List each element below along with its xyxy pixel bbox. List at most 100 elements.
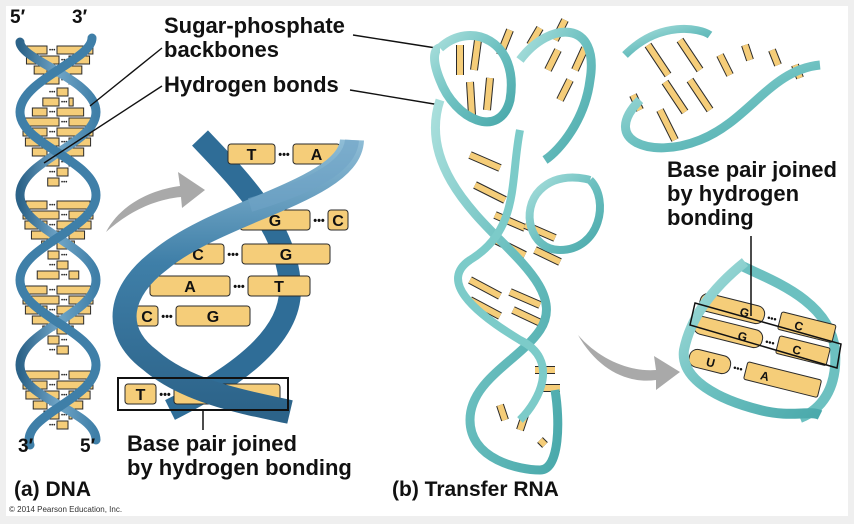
trna-base-pair-label-line3: bonding xyxy=(667,204,754,230)
trna-structure xyxy=(430,18,821,475)
hydrogen-bond-dots: ••• xyxy=(61,180,67,186)
dna-base-letter-right: T xyxy=(274,279,284,296)
base-left xyxy=(24,117,60,127)
dna-base-letter-left: G xyxy=(269,213,281,230)
hydrogen-bond-dots: ••• xyxy=(61,253,67,259)
trna-base xyxy=(742,44,753,61)
trna-base xyxy=(545,48,561,72)
base-right xyxy=(56,420,69,430)
base-left xyxy=(31,147,48,157)
copyright-notice: © 2014 Pearson Education, Inc. xyxy=(9,505,123,514)
trna-ribbon-loop-3 xyxy=(622,24,713,58)
trna-base xyxy=(508,289,542,308)
trna-ribbon-stem xyxy=(454,129,547,423)
hydrogen-bond-dots: ••• xyxy=(49,170,55,176)
trna-ribbon-loop-1 xyxy=(430,31,516,127)
hydrogen-bond-dots: ••• xyxy=(61,273,67,279)
hydrogen-bond-dots: ••• xyxy=(61,160,67,166)
trna-base-letter-right: A xyxy=(759,368,771,384)
base-right xyxy=(68,270,80,280)
hydrogen-bond-dots: ••• xyxy=(61,393,67,399)
base-right xyxy=(56,87,69,97)
sugar-phosphate-leader-left xyxy=(89,47,163,107)
base-left xyxy=(47,177,60,187)
dna-base-left xyxy=(227,143,276,165)
dna-strand-end-top-left: 5′ xyxy=(10,7,26,28)
trna-closeup-base-pairs: GC•••GC•••UA••• xyxy=(688,293,837,398)
trna-base xyxy=(493,212,527,231)
sugar-phosphate-label-line2: backbones xyxy=(164,36,279,62)
trna-base xyxy=(471,39,481,71)
hydrogen-bond-dots: ••• xyxy=(278,149,290,161)
hydrogen-bond-dots: ••• xyxy=(61,213,67,219)
hydrogen-bond-dots: ••• xyxy=(49,223,55,229)
trna-base xyxy=(645,43,671,77)
trna-caption: (b) Transfer RNA xyxy=(392,478,559,501)
dna-base-letter-left: C xyxy=(141,309,153,326)
trna-base-letter-right: C xyxy=(791,342,803,358)
hydrogen-bond-dots: ••• xyxy=(61,78,67,84)
dna-closeup-backbone-front-upper xyxy=(247,138,359,212)
base-left xyxy=(42,97,60,107)
hydrogen-bond-dots: ••• xyxy=(49,423,55,429)
hydrogen-bond-dots: ••• xyxy=(49,383,55,389)
hydrogen-bond-dots: ••• xyxy=(49,110,55,116)
base-right xyxy=(56,167,69,177)
dna-strand-end-top-right: 3′ xyxy=(72,7,88,28)
trna-base xyxy=(687,78,713,112)
trna-base xyxy=(657,108,678,142)
dna-helix-small: ••• ••• ••• ••• ••• ••• ••• ••• ••• ••• ••• ••• ••• •… xyxy=(15,33,101,450)
trna-base-pair: U A ••• xyxy=(688,348,822,398)
hydrogen-bond-dots: ••• xyxy=(159,389,171,401)
dna-base-letter-right: C xyxy=(332,213,344,230)
hydrogen-bond-dots: ••• xyxy=(61,120,67,126)
hydrogen-bond-dots: ••• xyxy=(61,338,67,344)
base-left xyxy=(24,370,60,380)
hydrogen-bond-dots: ••• xyxy=(49,48,55,54)
hydrogen-bond-dots: ••• xyxy=(764,336,776,348)
base-right xyxy=(56,260,69,270)
dna-base-letter-left: T xyxy=(136,387,146,404)
hydrogen-bond-dots: ••• xyxy=(49,263,55,269)
trna-base xyxy=(537,437,548,448)
dna-base-letter-left: A xyxy=(184,279,196,296)
trna-ribbon-loop-2 xyxy=(516,27,596,164)
trna-base xyxy=(557,78,573,102)
base-right xyxy=(56,107,85,117)
dna-backbone-strand-2 xyxy=(15,33,101,450)
dna-base-pair-label: Base pair joined by hydrogen bonding xyxy=(127,432,352,480)
trna-base-pair-label: Base pair joined by hydrogen bonding xyxy=(667,158,837,229)
dna-base-right xyxy=(327,209,349,231)
base-left xyxy=(36,270,60,280)
base-left xyxy=(25,200,48,210)
trna-base-left xyxy=(699,293,766,325)
dna-strand-end-bottom-left: 3′ xyxy=(18,436,34,457)
trna-base xyxy=(468,152,502,171)
base-right xyxy=(56,200,91,210)
hydrogen-bonds-label: Hydrogen bonds xyxy=(164,72,339,97)
trna-base xyxy=(717,53,733,77)
dna-zoom-arrow-icon xyxy=(106,172,205,232)
dna-strand-end-bottom-right: 5′ xyxy=(80,436,96,457)
trna-base-left xyxy=(688,348,732,375)
hydrogen-bond-dots: ••• xyxy=(61,373,67,379)
hydrogen-bond-dots: ••• xyxy=(732,362,744,374)
hydrogen-bond-dots: ••• xyxy=(61,413,67,419)
base-right xyxy=(56,345,69,355)
dna-base-letter-right: G xyxy=(280,247,292,264)
dna-base-letter-right: A xyxy=(311,147,323,164)
trna-base-letter-right: C xyxy=(793,318,805,334)
trna-base-right xyxy=(743,361,822,398)
hydrogen-bond-dots: ••• xyxy=(49,90,55,96)
trna-base-right xyxy=(777,311,837,343)
dna-base-right xyxy=(241,243,331,265)
base-left xyxy=(32,400,48,410)
trna-base-letter-left: U xyxy=(705,355,717,371)
hydrogen-bond-dots: ••• xyxy=(161,311,173,323)
trna-base-pair-highlight-box xyxy=(689,302,842,369)
dna-caption: (a) DNA xyxy=(14,478,91,501)
base-left xyxy=(31,107,48,117)
